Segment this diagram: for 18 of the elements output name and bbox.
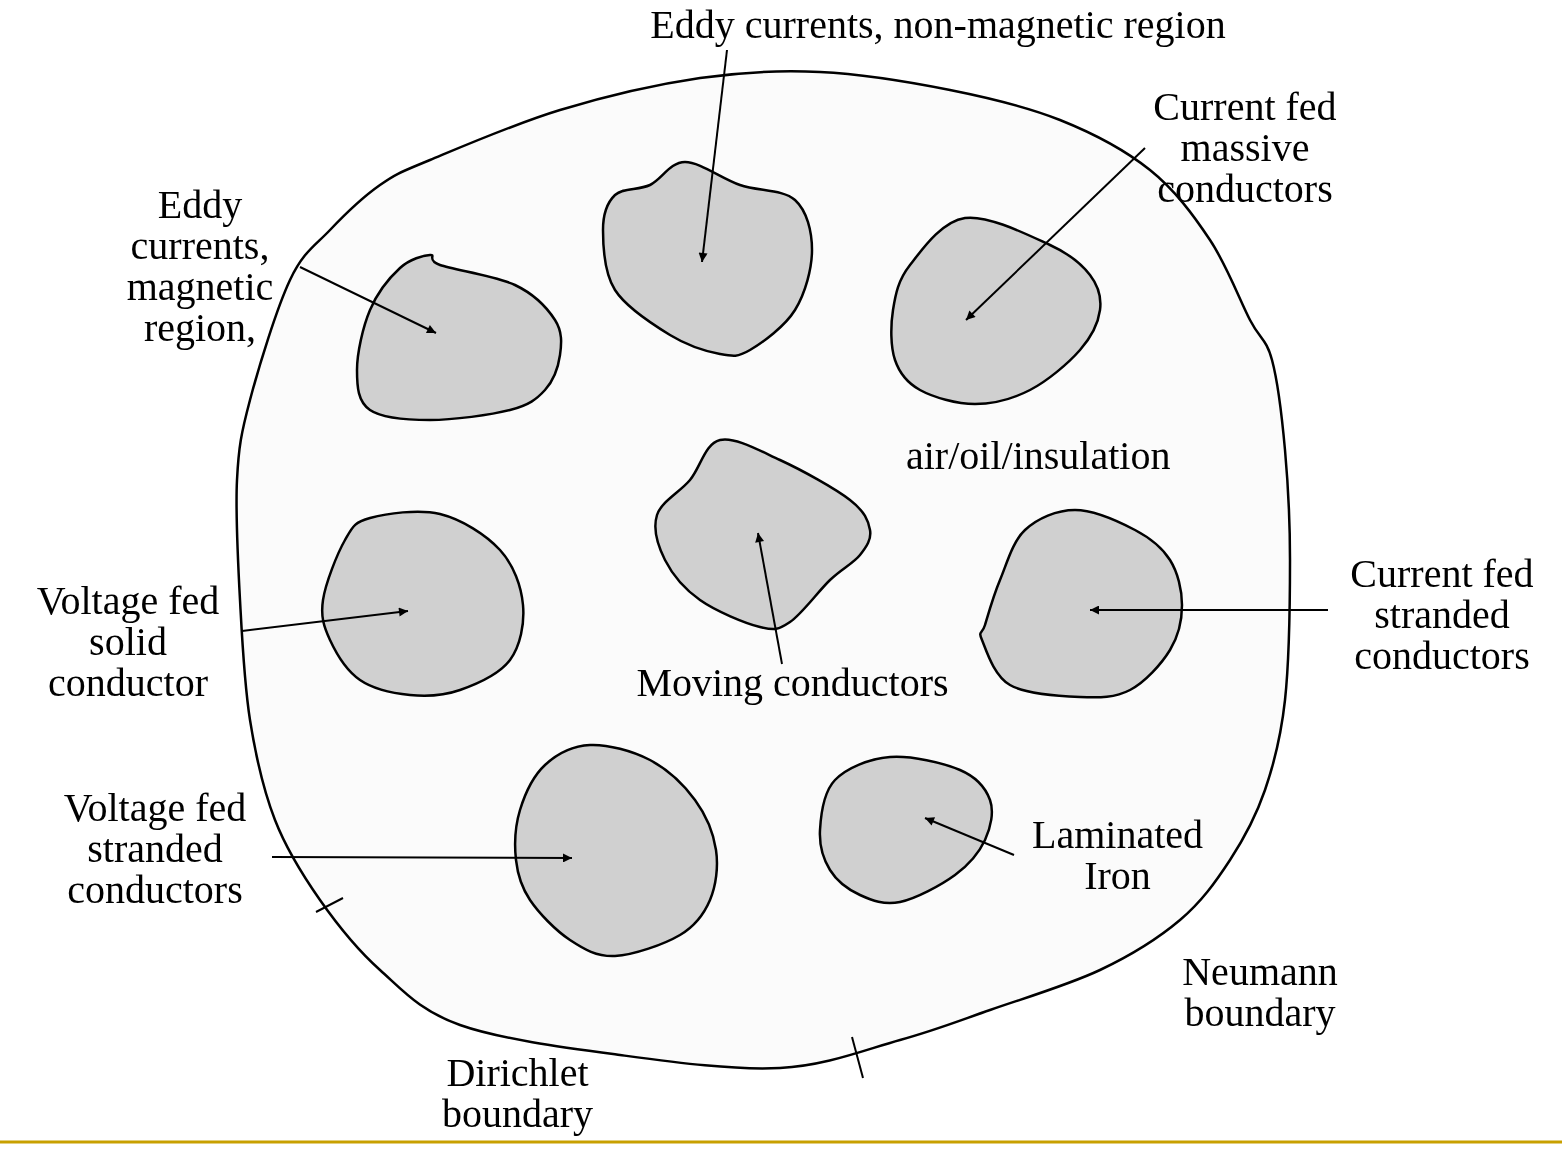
leader-arrow [965,147,1146,321]
leader-arrow [755,532,783,665]
leader-arrow [924,817,1015,856]
annotation-label: Eddy currents, non-magnetic region [588,4,1288,45]
region-label: air/oil/insulation [906,435,1171,476]
annotation-label: Voltage fed solid conductor [8,580,248,703]
leader-arrow [698,49,728,263]
boundary-label: Neumann boundary [1181,951,1339,1033]
annotation-label: Laminated Iron [1010,814,1225,896]
annotation-label: Current fed stranded conductors [1326,553,1558,676]
annotation-label: Moving conductors [600,662,985,703]
leader-arrow [271,853,573,863]
annotation-label: Voltage fed stranded conductors [36,787,274,910]
leader-arrow [241,607,409,632]
leader-arrow [1089,605,1329,615]
annotation-label: Eddy currents, magnetic region, [100,184,300,348]
leader-arrow [299,266,437,334]
boundary-label: Dirichlet boundary [440,1052,595,1134]
